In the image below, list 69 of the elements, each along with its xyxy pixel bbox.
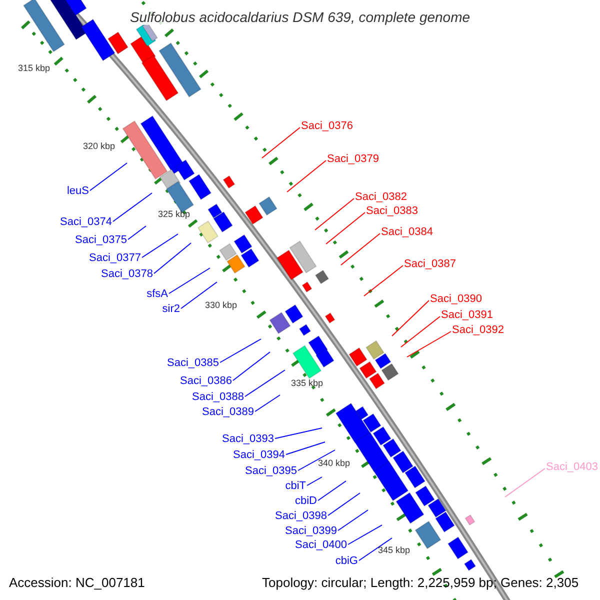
leader-line bbox=[220, 338, 262, 363]
leader-line bbox=[364, 265, 404, 296]
leader-line bbox=[244, 370, 286, 397]
gene-label: cbiD bbox=[294, 495, 317, 508]
gene-label: Saci_0385 bbox=[167, 357, 219, 370]
scale-label: 320 kbp bbox=[83, 141, 116, 152]
leader-line bbox=[168, 268, 210, 294]
scale-label: 325 kbp bbox=[158, 209, 190, 220]
gene-label: Saci_0390 bbox=[430, 293, 482, 306]
gene-label: Saci_0375 bbox=[75, 234, 127, 247]
gene-label: Saci_0387 bbox=[404, 258, 456, 271]
gene-label: leuS bbox=[66, 185, 89, 198]
gene-label: Saci_0382 bbox=[355, 191, 407, 204]
leader-line bbox=[180, 282, 218, 309]
gene-label: Saci_0394 bbox=[233, 449, 285, 462]
gene-label: Saci_0400 bbox=[295, 539, 347, 552]
leader-line bbox=[328, 492, 360, 516]
gene-label: Saci_0374 bbox=[60, 216, 112, 229]
leader-line bbox=[504, 468, 546, 498]
leader-line bbox=[338, 510, 368, 531]
gene-label: Saci_0377 bbox=[89, 252, 141, 265]
gene-label: sir2 bbox=[162, 303, 180, 316]
gene-label: Saci_0392 bbox=[452, 324, 504, 337]
gene-label: Saci_0376 bbox=[301, 120, 353, 133]
gene-label: Saci_0379 bbox=[327, 153, 379, 166]
scale-label: 330 kbp bbox=[205, 300, 238, 311]
scale-label: 335 kbp bbox=[291, 378, 324, 389]
leader-line bbox=[286, 442, 326, 455]
leader-line bbox=[154, 242, 192, 274]
scale-label: 315 kbp bbox=[18, 63, 50, 74]
leader-line bbox=[232, 352, 270, 381]
leader-line bbox=[90, 162, 128, 191]
leader-line bbox=[318, 480, 346, 501]
scale-label: 340 kbp bbox=[318, 458, 350, 469]
gene-label: Saci_0395 bbox=[245, 465, 297, 478]
genome-summary-text: Topology: circular; Length: 2,225,959 bp; Genes: 2,305 bbox=[262, 575, 579, 591]
leader-line bbox=[326, 212, 366, 244]
leader-line bbox=[348, 524, 382, 545]
gene-label: sfsA bbox=[146, 288, 168, 301]
gene-label: cbiT bbox=[285, 480, 306, 493]
gene-label: Saci_0386 bbox=[180, 375, 232, 388]
gene-label: Saci_0389 bbox=[202, 406, 254, 419]
leader-line bbox=[392, 300, 430, 336]
leader-line bbox=[286, 160, 326, 192]
gene-label: Saci_0399 bbox=[285, 525, 337, 538]
leader-line bbox=[314, 198, 354, 230]
leader-line bbox=[112, 192, 152, 222]
accession-text: Accession: NC_007181 bbox=[9, 575, 145, 591]
leader-line bbox=[400, 316, 440, 348]
gene-label: Saci_0378 bbox=[101, 268, 153, 281]
gene-label: cbiG bbox=[335, 555, 358, 568]
leader-line bbox=[340, 233, 380, 266]
leader-line bbox=[298, 450, 336, 471]
leader-line bbox=[274, 428, 322, 439]
leader-line bbox=[254, 394, 280, 412]
gene-label: Saci_0384 bbox=[381, 226, 433, 239]
gene-label: Saci_0388 bbox=[192, 391, 244, 404]
gene-label: Saci_0398 bbox=[275, 510, 327, 523]
leader-line bbox=[128, 226, 146, 240]
scale-label: 345 kbp bbox=[378, 545, 410, 556]
gene-label: Saci_0393 bbox=[222, 433, 274, 446]
gene-label: Saci_0383 bbox=[366, 205, 418, 218]
gene-label: Saci_0403 bbox=[546, 461, 598, 474]
leader-line bbox=[358, 538, 392, 561]
leader-line bbox=[262, 127, 300, 158]
leader-line bbox=[406, 331, 452, 358]
gene-label: Saci_0391 bbox=[441, 309, 493, 322]
leader-line bbox=[142, 234, 178, 258]
leader-line bbox=[306, 476, 322, 486]
